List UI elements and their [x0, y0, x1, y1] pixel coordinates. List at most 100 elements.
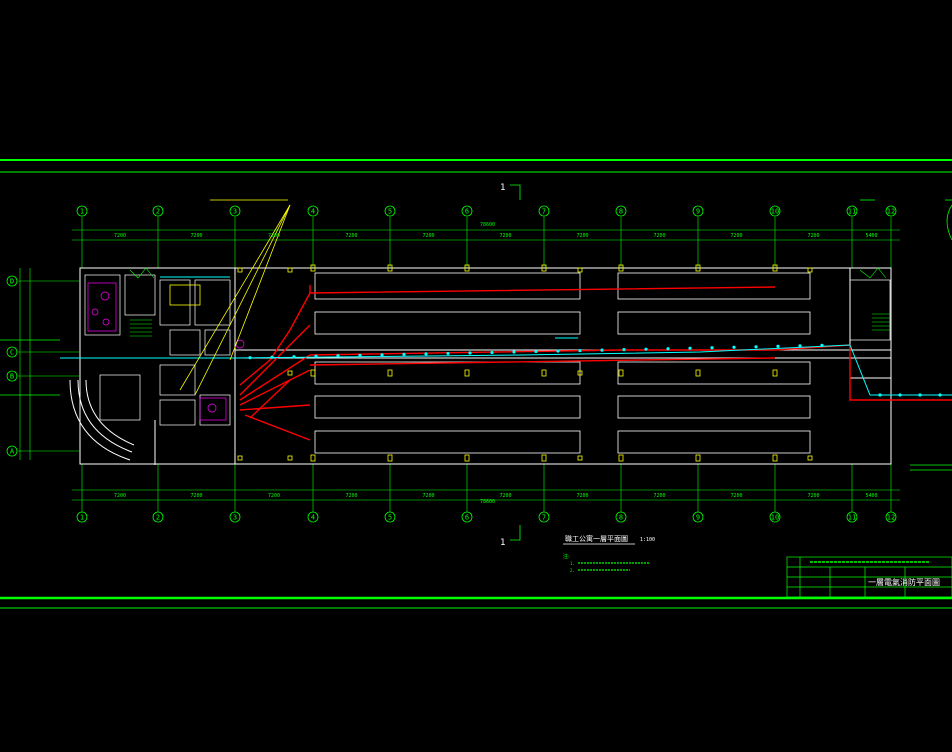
sprinkler-head — [666, 347, 670, 351]
row-axis-bubble — [6, 346, 18, 358]
bay-dimension-label: 5400 — [865, 493, 877, 499]
alarm-device — [618, 369, 624, 377]
bay-dimension-label: 7200 — [422, 493, 434, 499]
plan-title: 職工公寓一層平面圖 — [565, 534, 628, 543]
sprinkler-head — [556, 349, 560, 353]
alarm-device — [310, 369, 316, 377]
alarm-device — [807, 455, 813, 461]
bay-dimension-label: 7200 — [422, 233, 434, 239]
alarm-device — [387, 264, 393, 272]
column-axis-bubble — [76, 511, 88, 523]
column-axis-label: 3 — [233, 208, 237, 216]
sprinkler-main — [60, 276, 952, 396]
side-annotations — [0, 184, 952, 541]
column-axis-label: 4 — [311, 514, 315, 522]
column-axis-label: 11 — [848, 208, 856, 216]
sprinkler-head — [710, 346, 714, 350]
dimension-lines — [19, 229, 900, 501]
total-dimension-top: 78600 — [480, 222, 495, 228]
column-axis-label: 9 — [696, 514, 700, 522]
bay-dimension-label: 7200 — [268, 493, 280, 499]
sprinkler-head — [534, 349, 538, 354]
sprinkler-head — [918, 393, 922, 397]
column-axis-bubble — [152, 205, 164, 217]
row-axis-bubble — [6, 275, 18, 287]
column-axis-bubble — [307, 205, 319, 217]
stair-treads — [129, 267, 890, 337]
column-axis-bubble — [384, 205, 396, 217]
column-axis-label: 11 — [848, 514, 856, 522]
sprinkler-head — [402, 352, 406, 356]
bay-dimension-label: 7200 — [345, 493, 357, 499]
sprinkler-head — [468, 351, 472, 355]
row-axis-label: C — [10, 349, 14, 357]
grid-axis-lines — [81, 217, 892, 512]
bay-dimension-label: 7200 — [345, 233, 357, 239]
sprinkler-head — [490, 350, 494, 355]
fire-alarm-circuits — [239, 285, 952, 441]
alarm-device — [287, 267, 293, 273]
column-axis-bubble — [76, 205, 88, 217]
column-axis-label: 10 — [771, 514, 779, 522]
column-axis-label: 10 — [771, 208, 779, 216]
bay-dimension-label: 7200 — [576, 233, 588, 239]
column-axis-bubble — [885, 511, 897, 523]
alarm-device — [237, 267, 243, 273]
column-axis-bubble — [229, 511, 241, 523]
alarm-device — [237, 455, 243, 461]
sprinkler-head — [898, 393, 902, 397]
column-axis-label: 7 — [542, 208, 546, 216]
alarm-device — [464, 264, 470, 272]
alarm-device — [618, 454, 624, 462]
bay-dimension-label: 7200 — [653, 493, 665, 499]
row-axis-label: D — [10, 278, 14, 286]
column-axis-label: 1 — [80, 514, 84, 522]
column-axis-bubble — [615, 511, 627, 523]
bay-dimension-label: 7200 — [499, 493, 511, 499]
alarm-device — [464, 454, 470, 462]
column-axis-label: 8 — [619, 208, 623, 216]
sprinkler-head — [314, 354, 318, 358]
alarm-device — [772, 369, 778, 377]
column-axis-bubble — [615, 205, 627, 217]
column-axis-bubble — [461, 205, 473, 217]
sheet-title: 一層電氣消防平面圖 — [868, 577, 940, 587]
bay-dimension-label: 7200 — [190, 233, 202, 239]
column-axis-bubble — [692, 205, 704, 217]
alarm-device — [464, 369, 470, 377]
column-axis-label: 6 — [465, 208, 469, 216]
bay-dimension-label: 7200 — [499, 233, 511, 239]
section-mark-top: 1 — [500, 183, 505, 193]
column-axis-bubble — [769, 205, 781, 217]
note-1: 1. — [570, 561, 575, 566]
alarm-device — [772, 264, 778, 272]
sprinkler-head — [688, 346, 692, 350]
section-mark-bottom: 1 — [500, 538, 505, 548]
column-axis-label: 4 — [311, 208, 315, 216]
column-axis-label: 5 — [388, 208, 392, 216]
bay-dimension-label: 5400 — [865, 233, 877, 239]
alarm-device — [287, 370, 293, 376]
alarm-device — [387, 369, 393, 377]
column-axis-bubble — [461, 511, 473, 523]
sprinkler-head — [878, 393, 882, 397]
column-axis-bubble — [846, 205, 858, 217]
column-axis-bubble — [692, 511, 704, 523]
column-axis-bubble — [229, 205, 241, 217]
total-dimension-bottom: 78600 — [480, 499, 495, 505]
column-axis-label: 9 — [696, 208, 700, 216]
bay-dimension-label: 7200 — [730, 233, 742, 239]
sprinkler-head — [776, 344, 780, 348]
column-axis-bubble — [384, 511, 396, 523]
row-axis-bubble — [6, 370, 18, 382]
sprinkler-head — [732, 345, 736, 349]
alarm-device — [618, 264, 624, 272]
note-2: 2. — [570, 568, 575, 573]
column-axis-label: 6 — [465, 514, 469, 522]
column-axis-bubble — [538, 511, 550, 523]
column-axis-bubble — [152, 511, 164, 523]
